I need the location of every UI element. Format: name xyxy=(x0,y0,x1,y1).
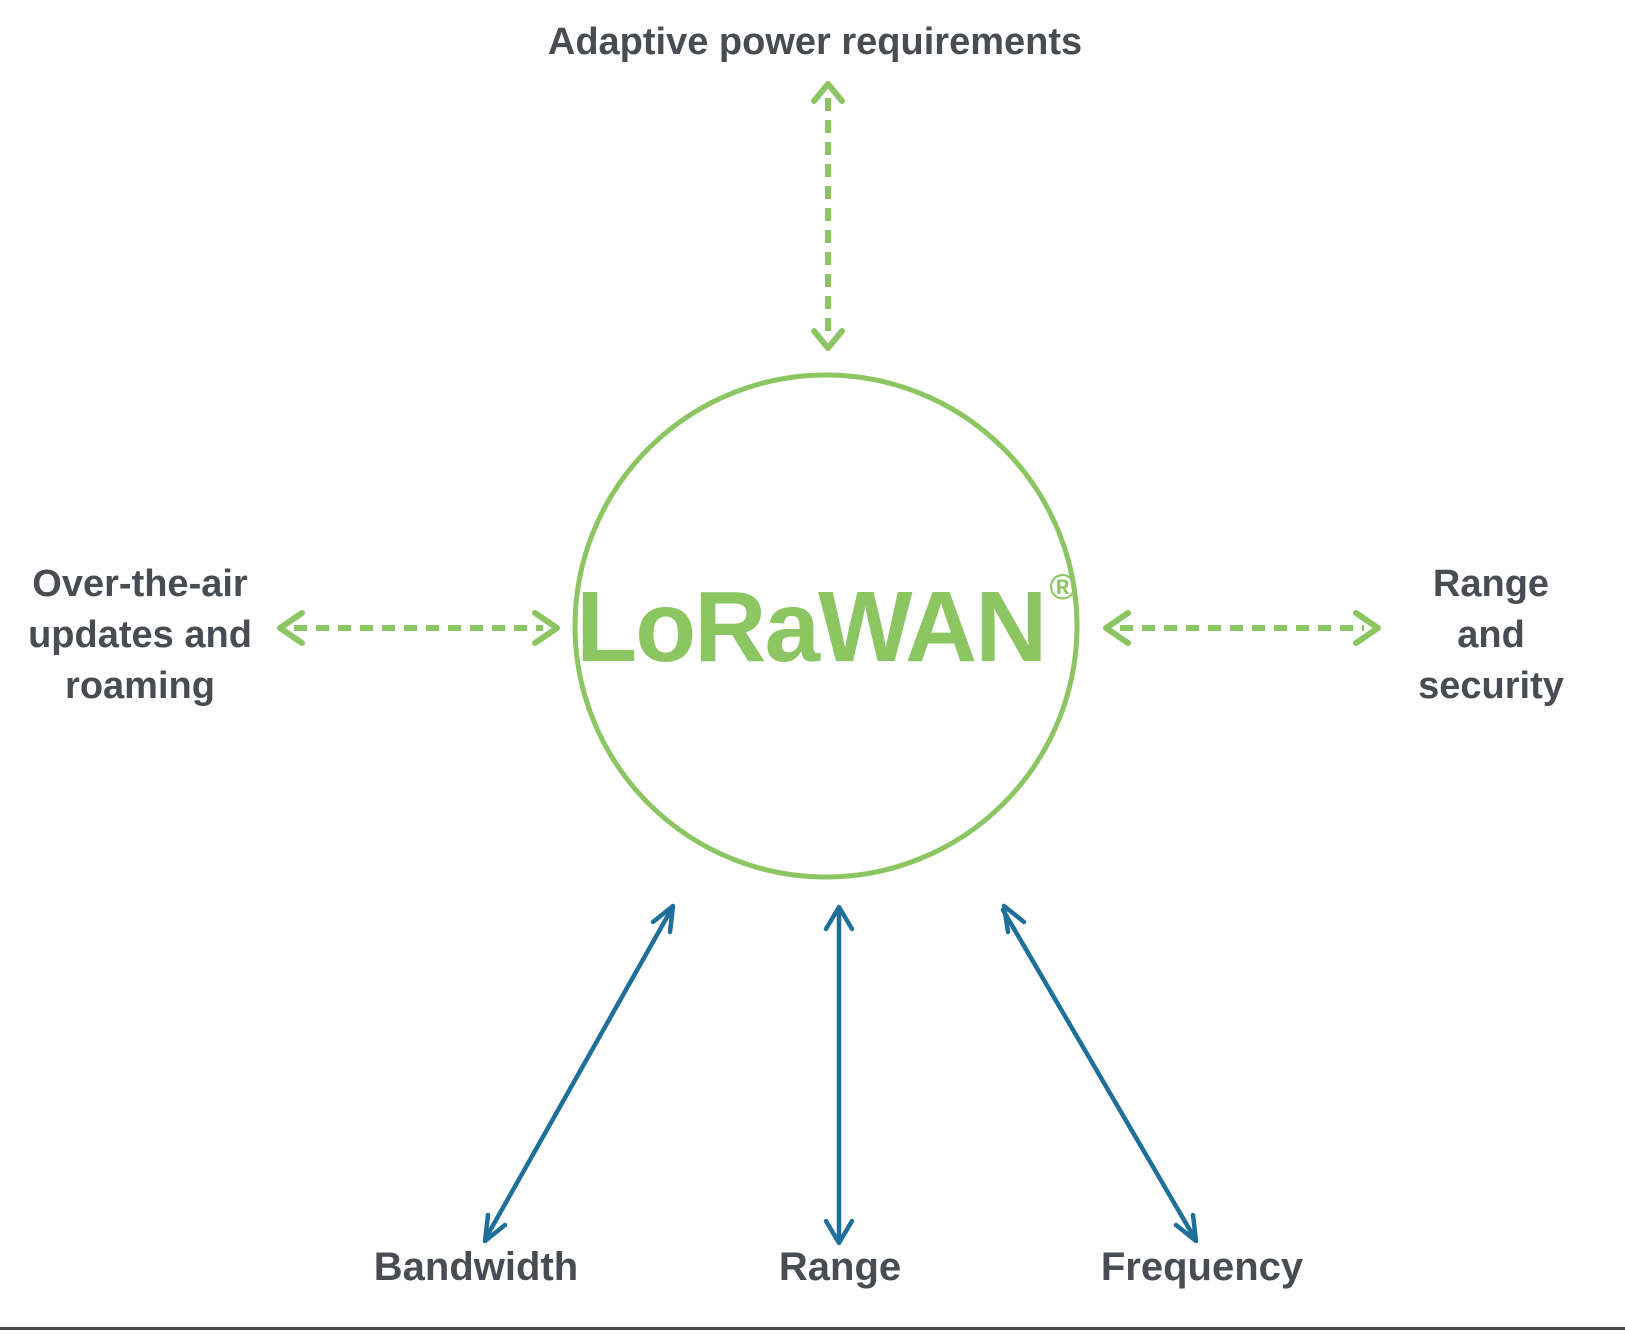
label-adaptive-power: Adaptive power requirements xyxy=(547,21,1083,63)
label-bandwidth: Bandwidth xyxy=(373,1245,579,1289)
bandwidth-arrow xyxy=(482,903,676,1244)
center-circle xyxy=(572,372,1080,880)
right-dashed-arrow xyxy=(1103,610,1381,646)
range-arrow xyxy=(823,904,855,1246)
bottom-divider xyxy=(0,1327,1625,1330)
registered-trademark-icon: ® xyxy=(1049,566,1076,607)
lorawan-wordmark: LoRaWAN ® xyxy=(576,569,1076,683)
label-frequency: Frequency xyxy=(1100,1245,1304,1289)
label-ota-updates-roaming: Over-the-air updates and roaming xyxy=(28,563,252,707)
top-dashed-arrow xyxy=(811,81,845,351)
lorawan-text: LoRaWAN xyxy=(576,571,1047,683)
left-dashed-arrow xyxy=(277,610,560,646)
label-range-security: Range and security xyxy=(1418,563,1564,707)
label-range: Range xyxy=(778,1245,902,1289)
frequency-arrow xyxy=(1000,903,1199,1244)
